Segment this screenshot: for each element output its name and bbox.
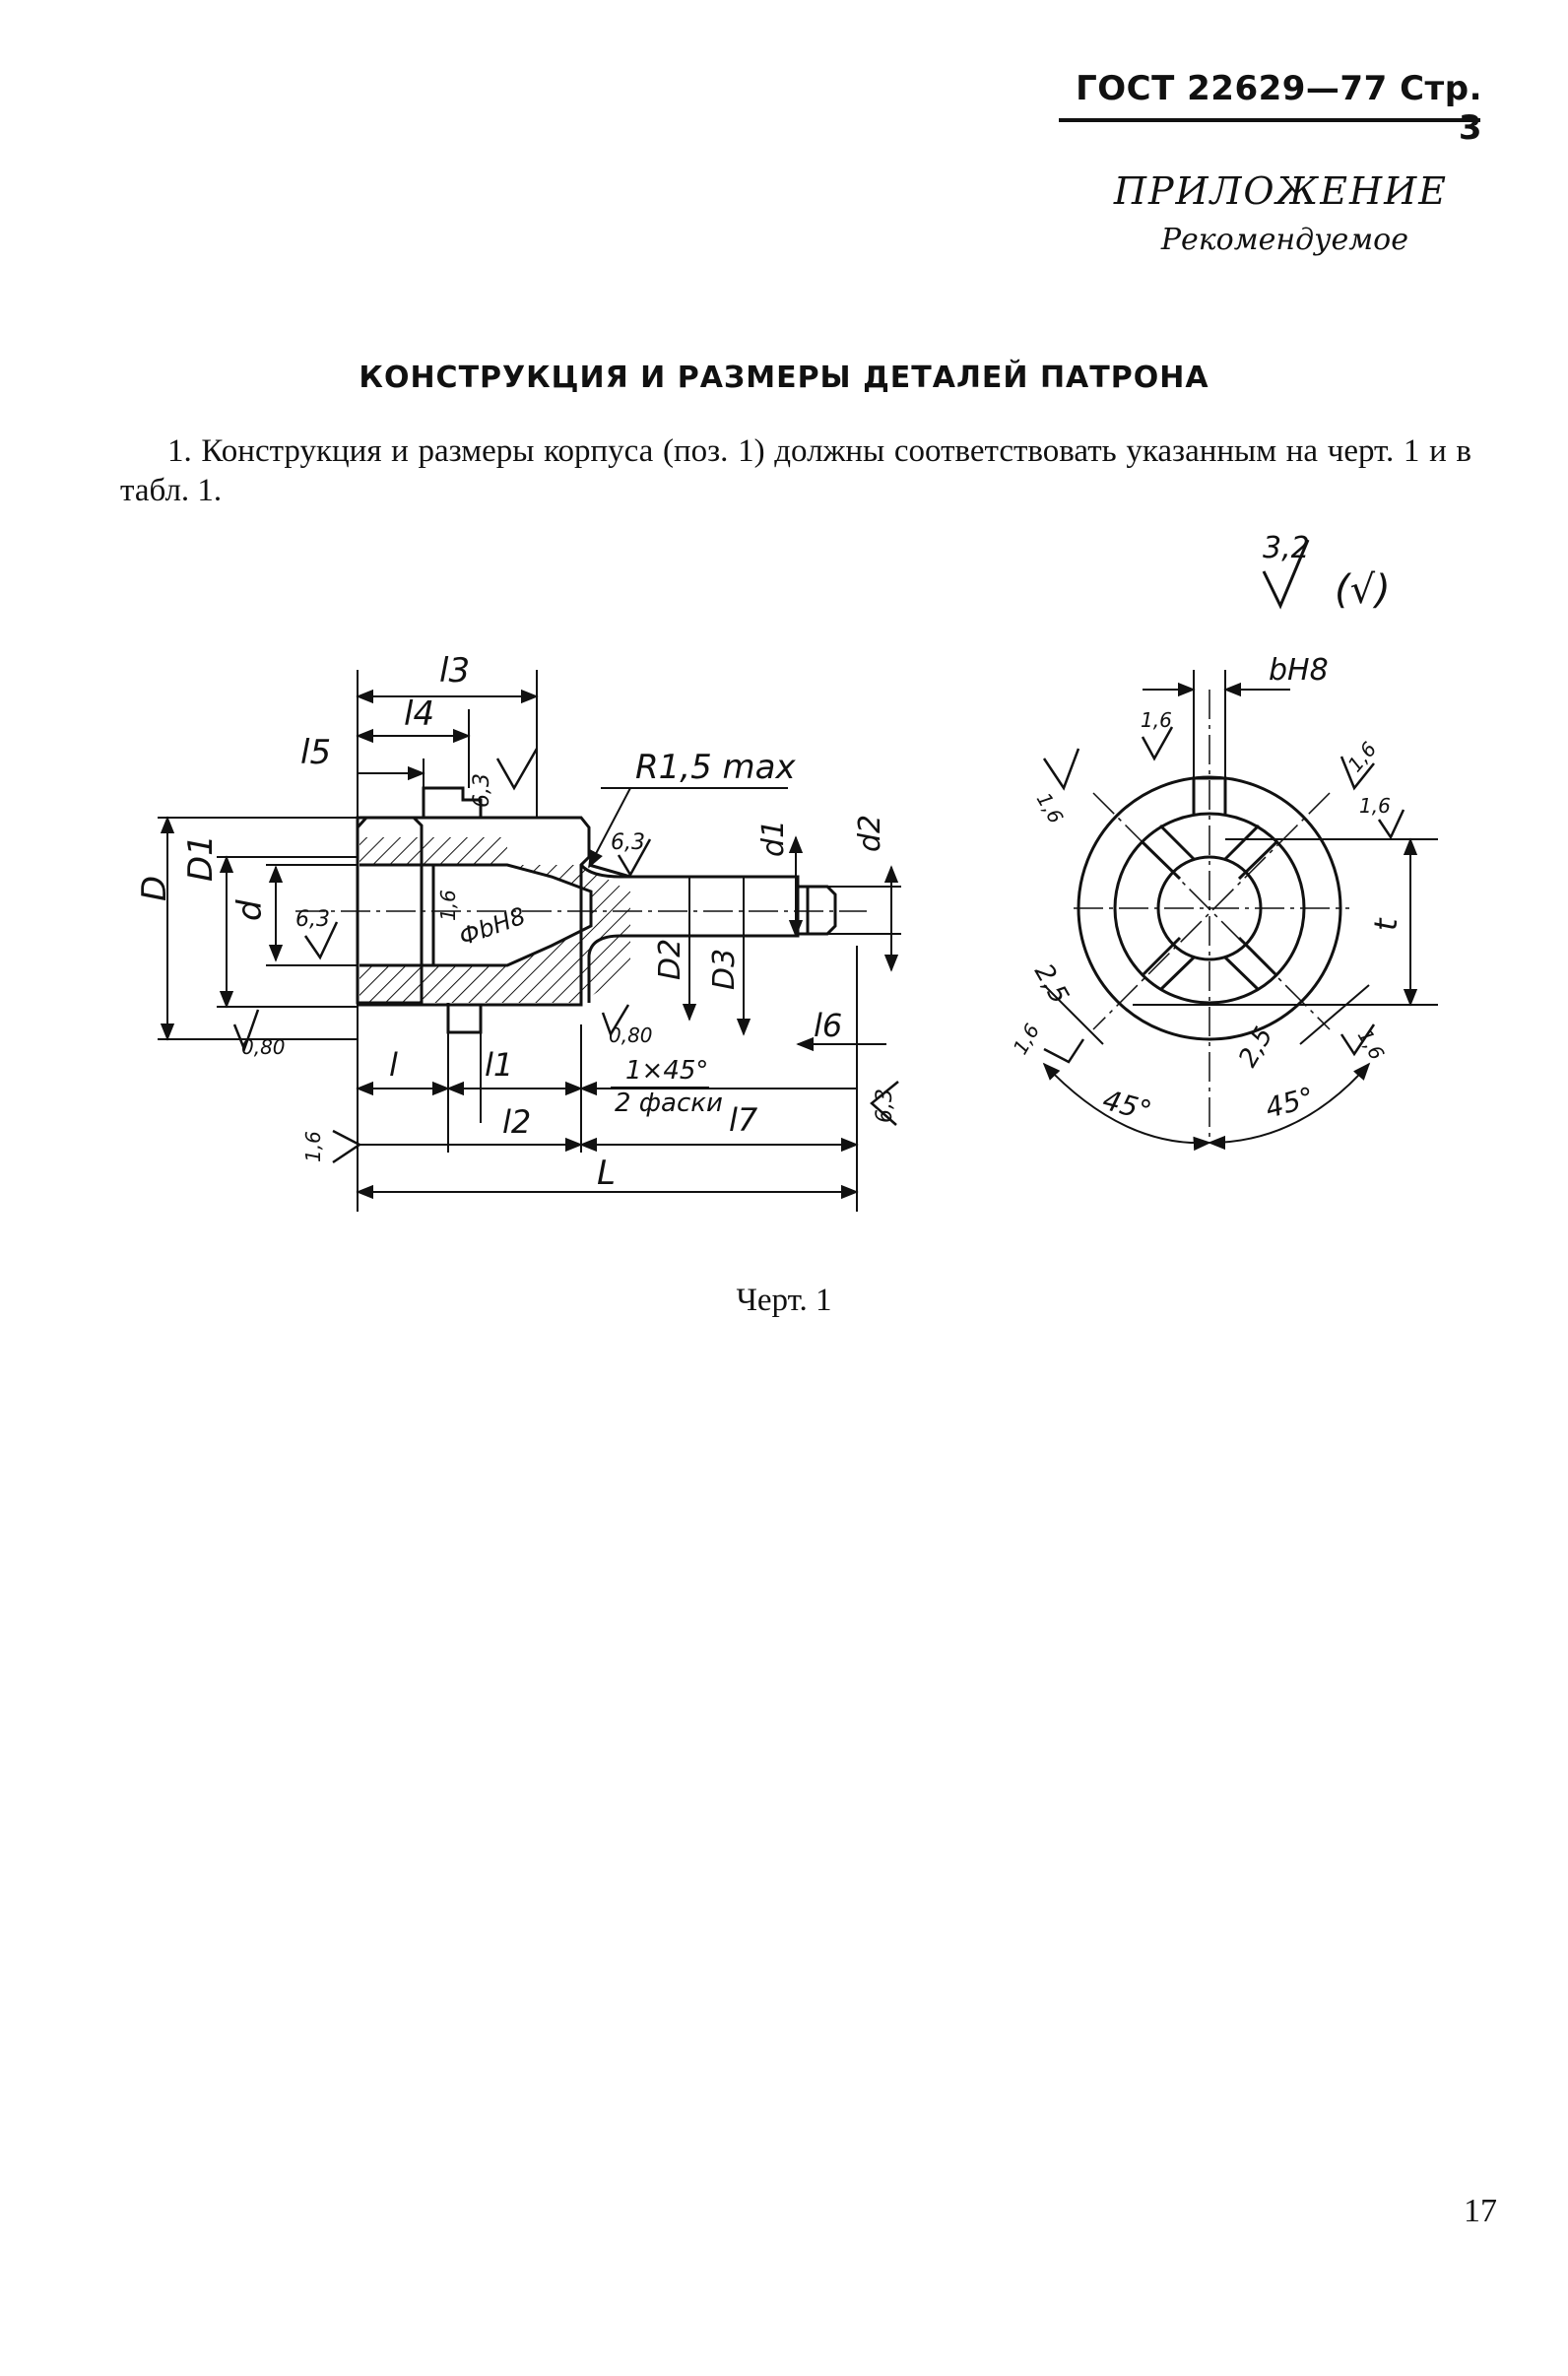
- dim-l7: l7: [729, 1101, 758, 1139]
- roughness-upper-right: 1,6: [1342, 737, 1381, 776]
- dim-radius: R1,5 max: [635, 748, 796, 787]
- roughness-inner: 1,6: [436, 890, 460, 921]
- dim-D1: D1: [181, 834, 221, 882]
- dim-d1: d1: [756, 820, 791, 857]
- dim-l4: l4: [404, 694, 434, 734]
- dim-slot-width-right: 2,5: [1233, 1023, 1279, 1073]
- dim-t: t: [1367, 917, 1405, 931]
- dim-L: L: [597, 1154, 616, 1193]
- dim-l2: l2: [502, 1103, 531, 1141]
- roughness-neck: 6,3: [611, 830, 645, 855]
- dim-D: D: [135, 876, 174, 901]
- header-rule: [1059, 118, 1480, 122]
- dim-l6: l6: [814, 1007, 842, 1044]
- dim-l5: l5: [300, 733, 331, 772]
- page-number: 17: [1464, 2193, 1497, 2229]
- dim-l3: l3: [439, 651, 470, 691]
- end-view-labels: bH8 t 2,5 2,5 45° 45° 1,6 1,6 1,6 1,6 1,…: [1009, 653, 1405, 1128]
- end-view-dimensions: [1042, 670, 1438, 1152]
- roughness-check-icon: [1262, 539, 1310, 610]
- chamfer-size: 1×45°: [625, 1056, 708, 1086]
- general-roughness-bracket: (√): [1335, 567, 1391, 613]
- dim-D2: D2: [653, 939, 687, 980]
- chamfer-note: 2 фаски: [615, 1089, 723, 1118]
- dim-d2: d2: [853, 815, 887, 852]
- side-view-dimensions: [158, 670, 901, 1212]
- section-title: КОНСТРУКЦИЯ И РАЗМЕРЫ ДЕТАЛЕЙ ПАТРОНА: [359, 361, 1209, 395]
- roughness-right: 1,6: [1359, 794, 1391, 818]
- standard-header: ГОСТ 22629—77 Стр. 3: [1076, 69, 1482, 148]
- dim-l: l: [389, 1046, 398, 1084]
- angle-left: 45°: [1099, 1084, 1154, 1128]
- dim-D3: D3: [707, 949, 742, 990]
- technical-drawing: 3,2 (√): [135, 531, 1438, 1212]
- dim-slot-width-left: 2,5: [1028, 959, 1075, 1010]
- roughness-bore: 6,3: [295, 907, 330, 932]
- dim-bH8: bH8: [1269, 653, 1329, 688]
- general-roughness-symbol: 3,2 (√): [1262, 531, 1391, 613]
- appendix-subtitle: Рекомендуемое: [1160, 223, 1408, 257]
- paragraph-1: 1. Конструкция и размеры корпуса (поз. 1…: [120, 433, 1471, 508]
- roughness-upper-left: 1,6: [1032, 789, 1069, 828]
- roughness-bottom: 1,6: [301, 1131, 325, 1162]
- general-roughness-value: 3,2: [1263, 531, 1310, 565]
- dim-d: d: [230, 899, 270, 921]
- figure-caption: Черт. 1: [736, 1283, 832, 1318]
- appendix-title: ПРИЛОЖЕНИЕ: [1113, 169, 1448, 213]
- roughness-lower-left: 1,6: [1009, 1020, 1045, 1059]
- end-view: [1074, 690, 1349, 1143]
- dim-phi-bore: ФbH8: [455, 902, 529, 952]
- roughness-top: 6,3: [470, 773, 494, 808]
- roughness-right: 6,3: [873, 1089, 897, 1123]
- roughness-slot: 1,6: [1141, 708, 1172, 732]
- side-view-labels: l3 l4 l5 R1,5 max D D1 d ФbH8 D2 D3 d1 d…: [135, 651, 899, 1193]
- dim-l1: l1: [485, 1046, 513, 1084]
- angle-right: 45°: [1262, 1081, 1317, 1125]
